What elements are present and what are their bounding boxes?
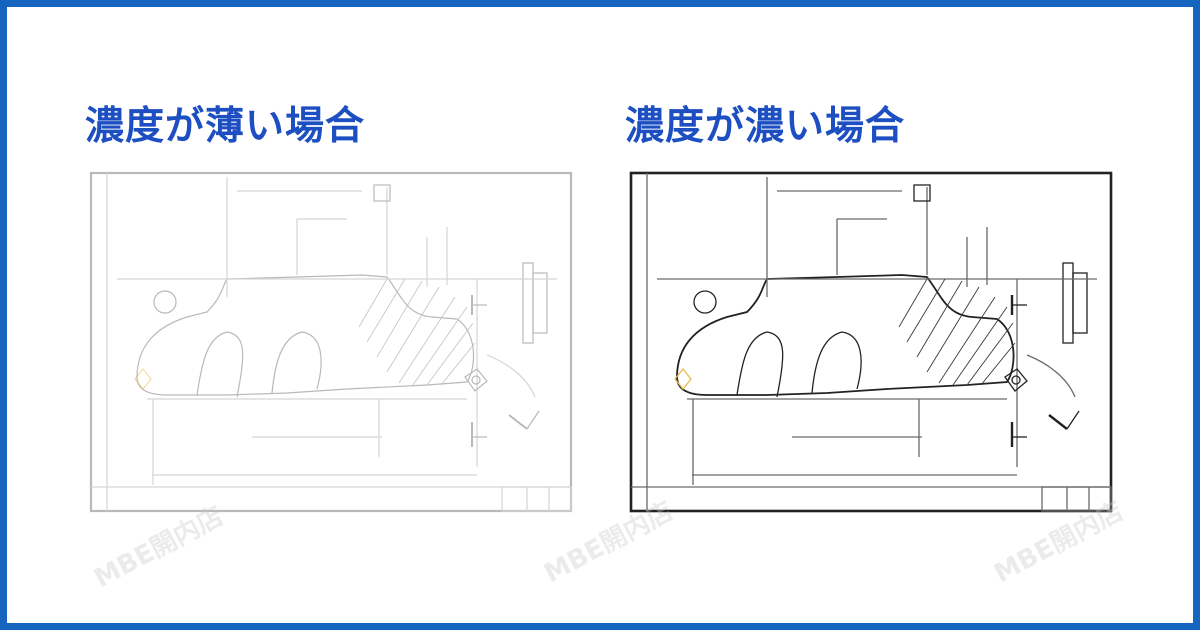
port-2	[271, 331, 322, 394]
port-2	[811, 331, 862, 394]
hatch-section	[358, 278, 476, 386]
hatch-section	[898, 278, 1016, 386]
flange	[1062, 262, 1074, 344]
arc-dim	[486, 354, 536, 398]
leader	[526, 410, 540, 430]
drawing-panel-dark	[627, 167, 1117, 517]
fitting	[464, 368, 488, 392]
leader	[1066, 410, 1080, 430]
drawing-panel-light	[87, 167, 577, 517]
leader	[1048, 414, 1068, 430]
heading-light: 濃度が薄い場合	[85, 104, 366, 149]
mechanical-drawing-dark	[629, 171, 1113, 513]
hole	[153, 290, 177, 314]
datum-box	[913, 184, 931, 202]
heading-dark: 濃度が濃い場合	[625, 104, 906, 149]
leader	[508, 414, 528, 430]
title-block	[501, 486, 572, 512]
hole	[693, 290, 717, 314]
arc-dim	[1026, 354, 1076, 398]
datum-box	[373, 184, 391, 202]
sheet-border	[629, 171, 1113, 513]
flange-boss	[1072, 272, 1088, 334]
body-outline	[676, 274, 1015, 396]
fitting-center	[471, 375, 481, 385]
sheet-border	[89, 171, 573, 513]
port-1	[196, 331, 244, 398]
port-1	[736, 331, 784, 398]
fitting	[1004, 368, 1028, 392]
title-block	[1041, 486, 1112, 512]
body-outline	[136, 274, 475, 396]
accent-mark	[674, 368, 692, 390]
card-frame: 濃度が薄い場合 濃度が濃い場合	[7, 7, 1193, 623]
flange-boss	[532, 272, 548, 334]
fitting-center	[1011, 375, 1021, 385]
mechanical-drawing-light	[89, 171, 573, 513]
flange	[522, 262, 534, 344]
accent-mark	[134, 368, 152, 390]
